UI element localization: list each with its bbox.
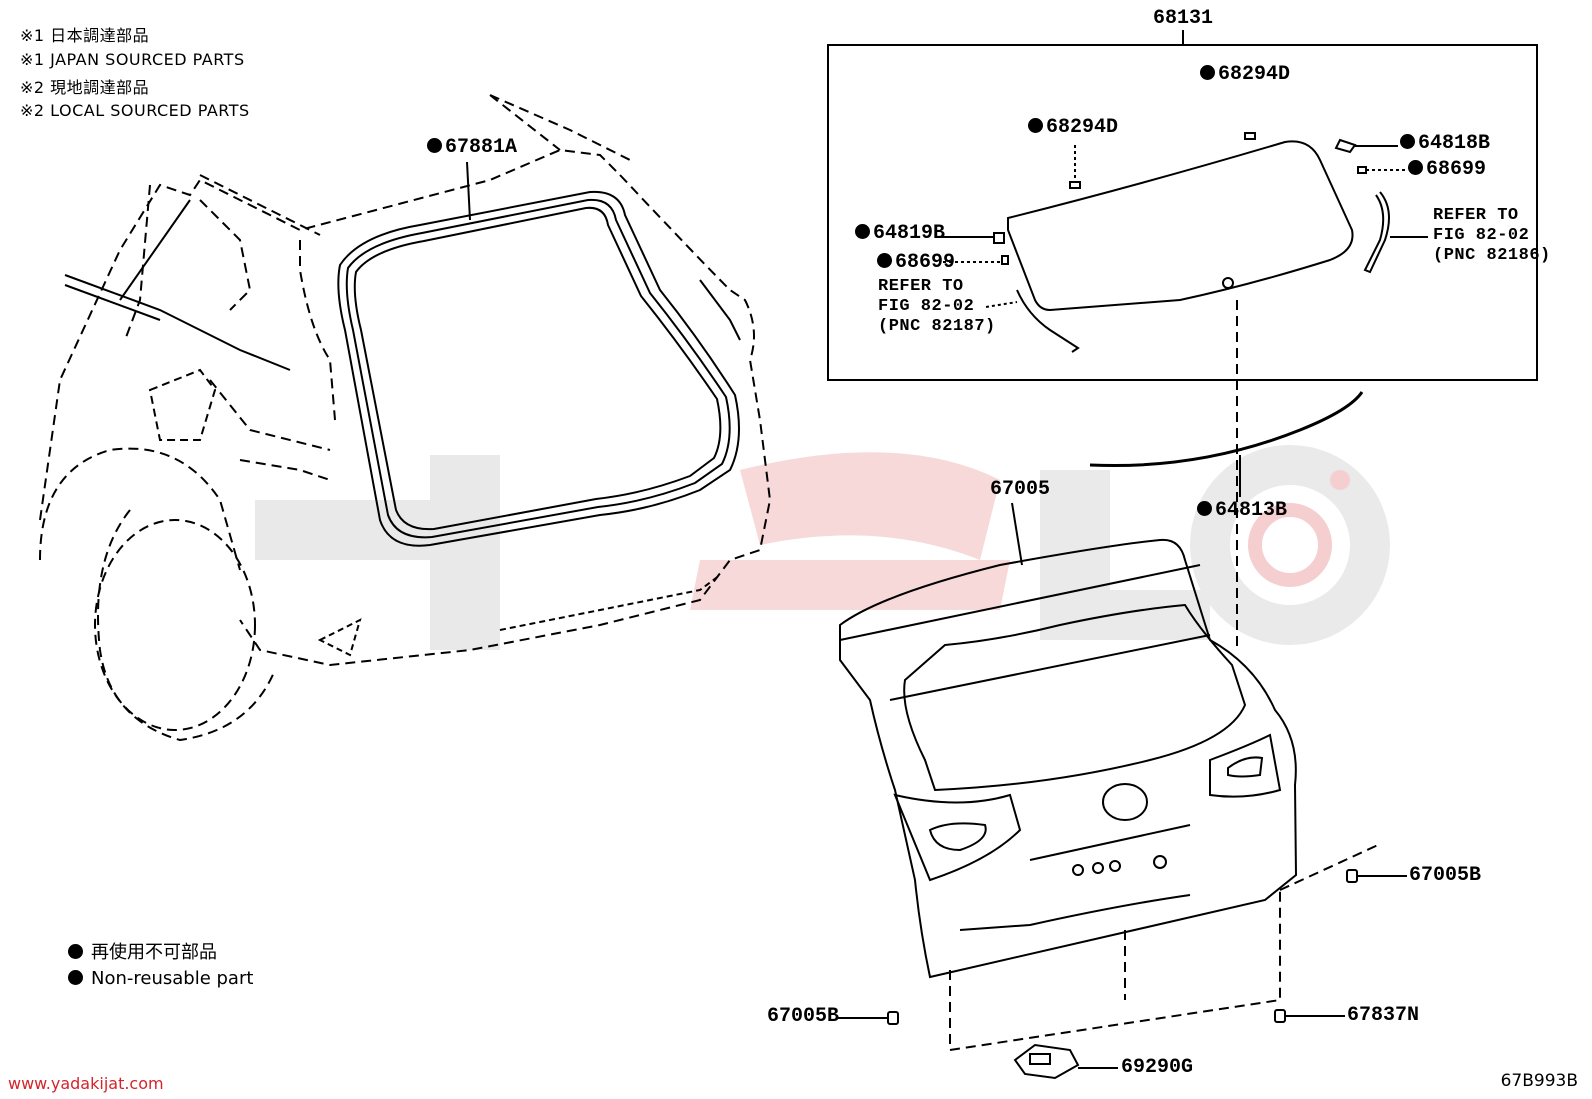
part-label-68131[interactable]: 68131 xyxy=(1153,7,1214,30)
non-reusable-dot-icon xyxy=(68,944,83,959)
refer-note-pnc-82187[interactable]: REFER TO FIG 82-02 (PNC 82187) xyxy=(878,277,996,336)
legend-non-reusable-en: Non-reusable part xyxy=(68,968,253,990)
watermark-logo xyxy=(255,445,1390,650)
website-link[interactable]: www.yadakijat.com xyxy=(8,1074,164,1093)
non-reusable-dot-icon xyxy=(1200,65,1215,80)
part-label-67837N[interactable]: 67837N xyxy=(1347,1004,1420,1027)
part-label-68294D-top[interactable]: 68294D xyxy=(1200,64,1290,86)
adhesive-64813B xyxy=(1089,391,1364,468)
part-label-68699-left[interactable]: 68699 xyxy=(877,252,955,274)
non-reusable-dot-icon xyxy=(1400,134,1415,149)
non-reusable-dot-icon xyxy=(68,970,83,985)
leader-67881A xyxy=(466,161,471,221)
part-label-69290G[interactable]: 69290G xyxy=(1121,1056,1194,1079)
leader-67005 xyxy=(1011,502,1023,566)
non-reusable-dot-icon xyxy=(855,224,870,239)
part-label-67005B-left[interactable]: 67005B xyxy=(767,1005,840,1028)
note-japan-sourced-jp: ※1 日本調達部品 xyxy=(20,26,150,45)
part-label-68699-right[interactable]: 68699 xyxy=(1408,159,1486,181)
note-local-sourced-jp: ※2 現地調達部品 xyxy=(20,78,150,97)
refer-note-pnc-82186[interactable]: REFER TO FIG 82-02 (PNC 82186) xyxy=(1433,206,1551,265)
note-japan-sourced-en: ※1 JAPAN SOURCED PARTS xyxy=(20,50,245,69)
part-label-64813B[interactable]: 64813B xyxy=(1197,500,1287,522)
non-reusable-dot-icon xyxy=(1197,501,1212,516)
non-reusable-dot-icon xyxy=(427,138,442,153)
part-label-67005B-right[interactable]: 67005B xyxy=(1409,864,1482,887)
weatherstrip-67881A xyxy=(337,190,740,547)
legend-non-reusable-jp: 再使用不可部品 xyxy=(68,942,217,964)
fasteners xyxy=(838,869,1407,1080)
note-local-sourced-en: ※2 LOCAL SOURCED PARTS xyxy=(20,101,250,120)
part-label-67005[interactable]: 67005 xyxy=(990,478,1051,501)
part-label-64818B[interactable]: 64818B xyxy=(1400,133,1490,155)
figure-code: 67B993B xyxy=(1500,1071,1578,1091)
part-label-67881A[interactable]: 67881A xyxy=(427,137,517,159)
non-reusable-dot-icon xyxy=(877,253,892,268)
non-reusable-dot-icon xyxy=(1408,160,1423,175)
part-label-64819B[interactable]: 64819B xyxy=(855,223,945,245)
back-door-panel xyxy=(839,538,1298,979)
dashed-links xyxy=(949,844,1379,1052)
back-glass xyxy=(940,132,1428,353)
part-label-68294D-left[interactable]: 68294D xyxy=(1028,117,1118,139)
vehicle-outline xyxy=(39,94,772,742)
non-reusable-dot-icon xyxy=(1028,118,1043,133)
